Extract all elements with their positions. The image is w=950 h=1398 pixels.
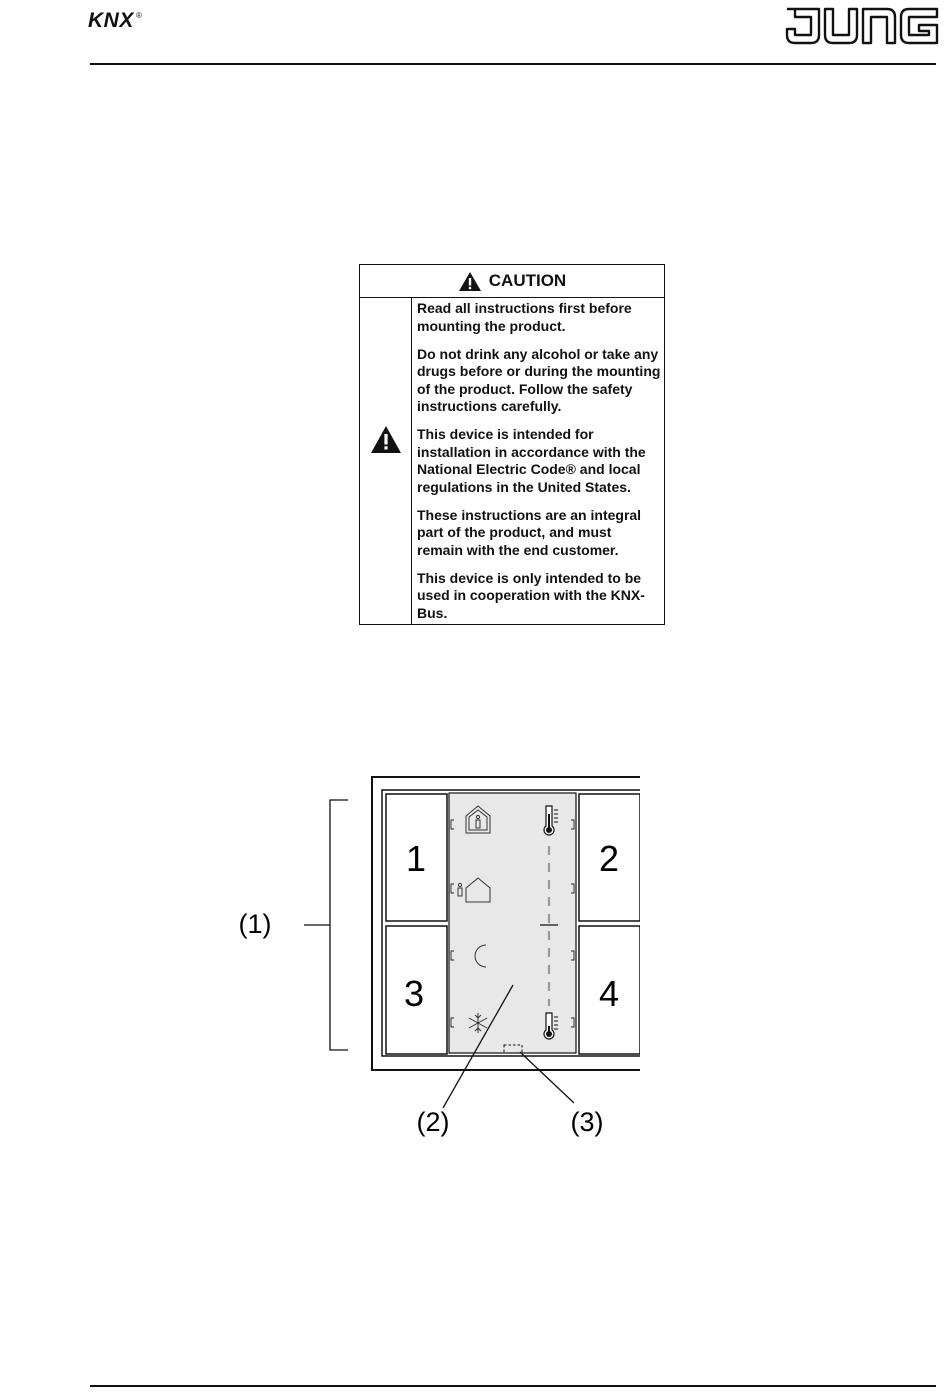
key-4: 4 xyxy=(578,925,640,1055)
key-number: 4 xyxy=(599,973,619,1014)
callout-2-line xyxy=(442,984,514,1109)
frost-snowflake-icon xyxy=(468,1013,488,1033)
sensor-indicator xyxy=(503,1044,523,1054)
key-number: 2 xyxy=(599,838,619,879)
home-absent-icon xyxy=(457,877,491,903)
callout-1-label: (1) xyxy=(239,909,272,939)
thermometer-low-icon xyxy=(543,1012,558,1040)
caution-paragraph: Do not drink any alcohol or take any dru… xyxy=(417,345,661,415)
warning-triangle-icon xyxy=(458,271,481,291)
header-divider xyxy=(90,63,936,65)
caution-paragraph: These instructions are an integral part … xyxy=(417,506,642,558)
display-panel xyxy=(448,792,577,1054)
warning-triangle-icon xyxy=(371,426,401,453)
night-moon-icon xyxy=(474,944,487,968)
device-figure: 1 2 3 4 xyxy=(239,776,640,1137)
caution-text: Read all instructions first before mount… xyxy=(417,300,661,633)
key-number: 1 xyxy=(406,838,426,879)
key-1: 1 xyxy=(385,793,448,922)
caution-header: CAUTION xyxy=(360,265,664,298)
device-frame xyxy=(371,776,640,1071)
device-inner-frame xyxy=(381,789,640,1057)
callout-1-bracket xyxy=(329,799,348,1051)
knx-logo: KNX ® xyxy=(88,9,148,39)
knx-logo-text: KNX xyxy=(88,9,134,32)
caution-title: CAUTION xyxy=(488,271,567,290)
key-3: 3 xyxy=(385,925,448,1055)
caution-table: CAUTION Read all instructions first befo… xyxy=(359,264,665,625)
key-number: 3 xyxy=(404,973,424,1014)
callout-3-label: (3) xyxy=(571,1107,604,1137)
caution-paragraph: Read all instructions first before mount… xyxy=(417,300,632,334)
callout-2-label: (2) xyxy=(417,1107,450,1137)
callout-3-line xyxy=(519,1051,575,1104)
caution-paragraph: This device is only intended to be used … xyxy=(417,569,645,621)
thermometer-high-icon xyxy=(543,805,558,836)
home-presence-icon xyxy=(465,805,491,834)
led-indicators xyxy=(450,819,575,1028)
jung-logo xyxy=(785,7,939,45)
knx-registered-mark: ® xyxy=(136,11,142,20)
footer-divider xyxy=(90,1385,936,1387)
caution-icon-column xyxy=(360,297,412,624)
key-2: 2 xyxy=(578,793,640,922)
caution-paragraph: This device is intended for installation… xyxy=(417,426,646,495)
